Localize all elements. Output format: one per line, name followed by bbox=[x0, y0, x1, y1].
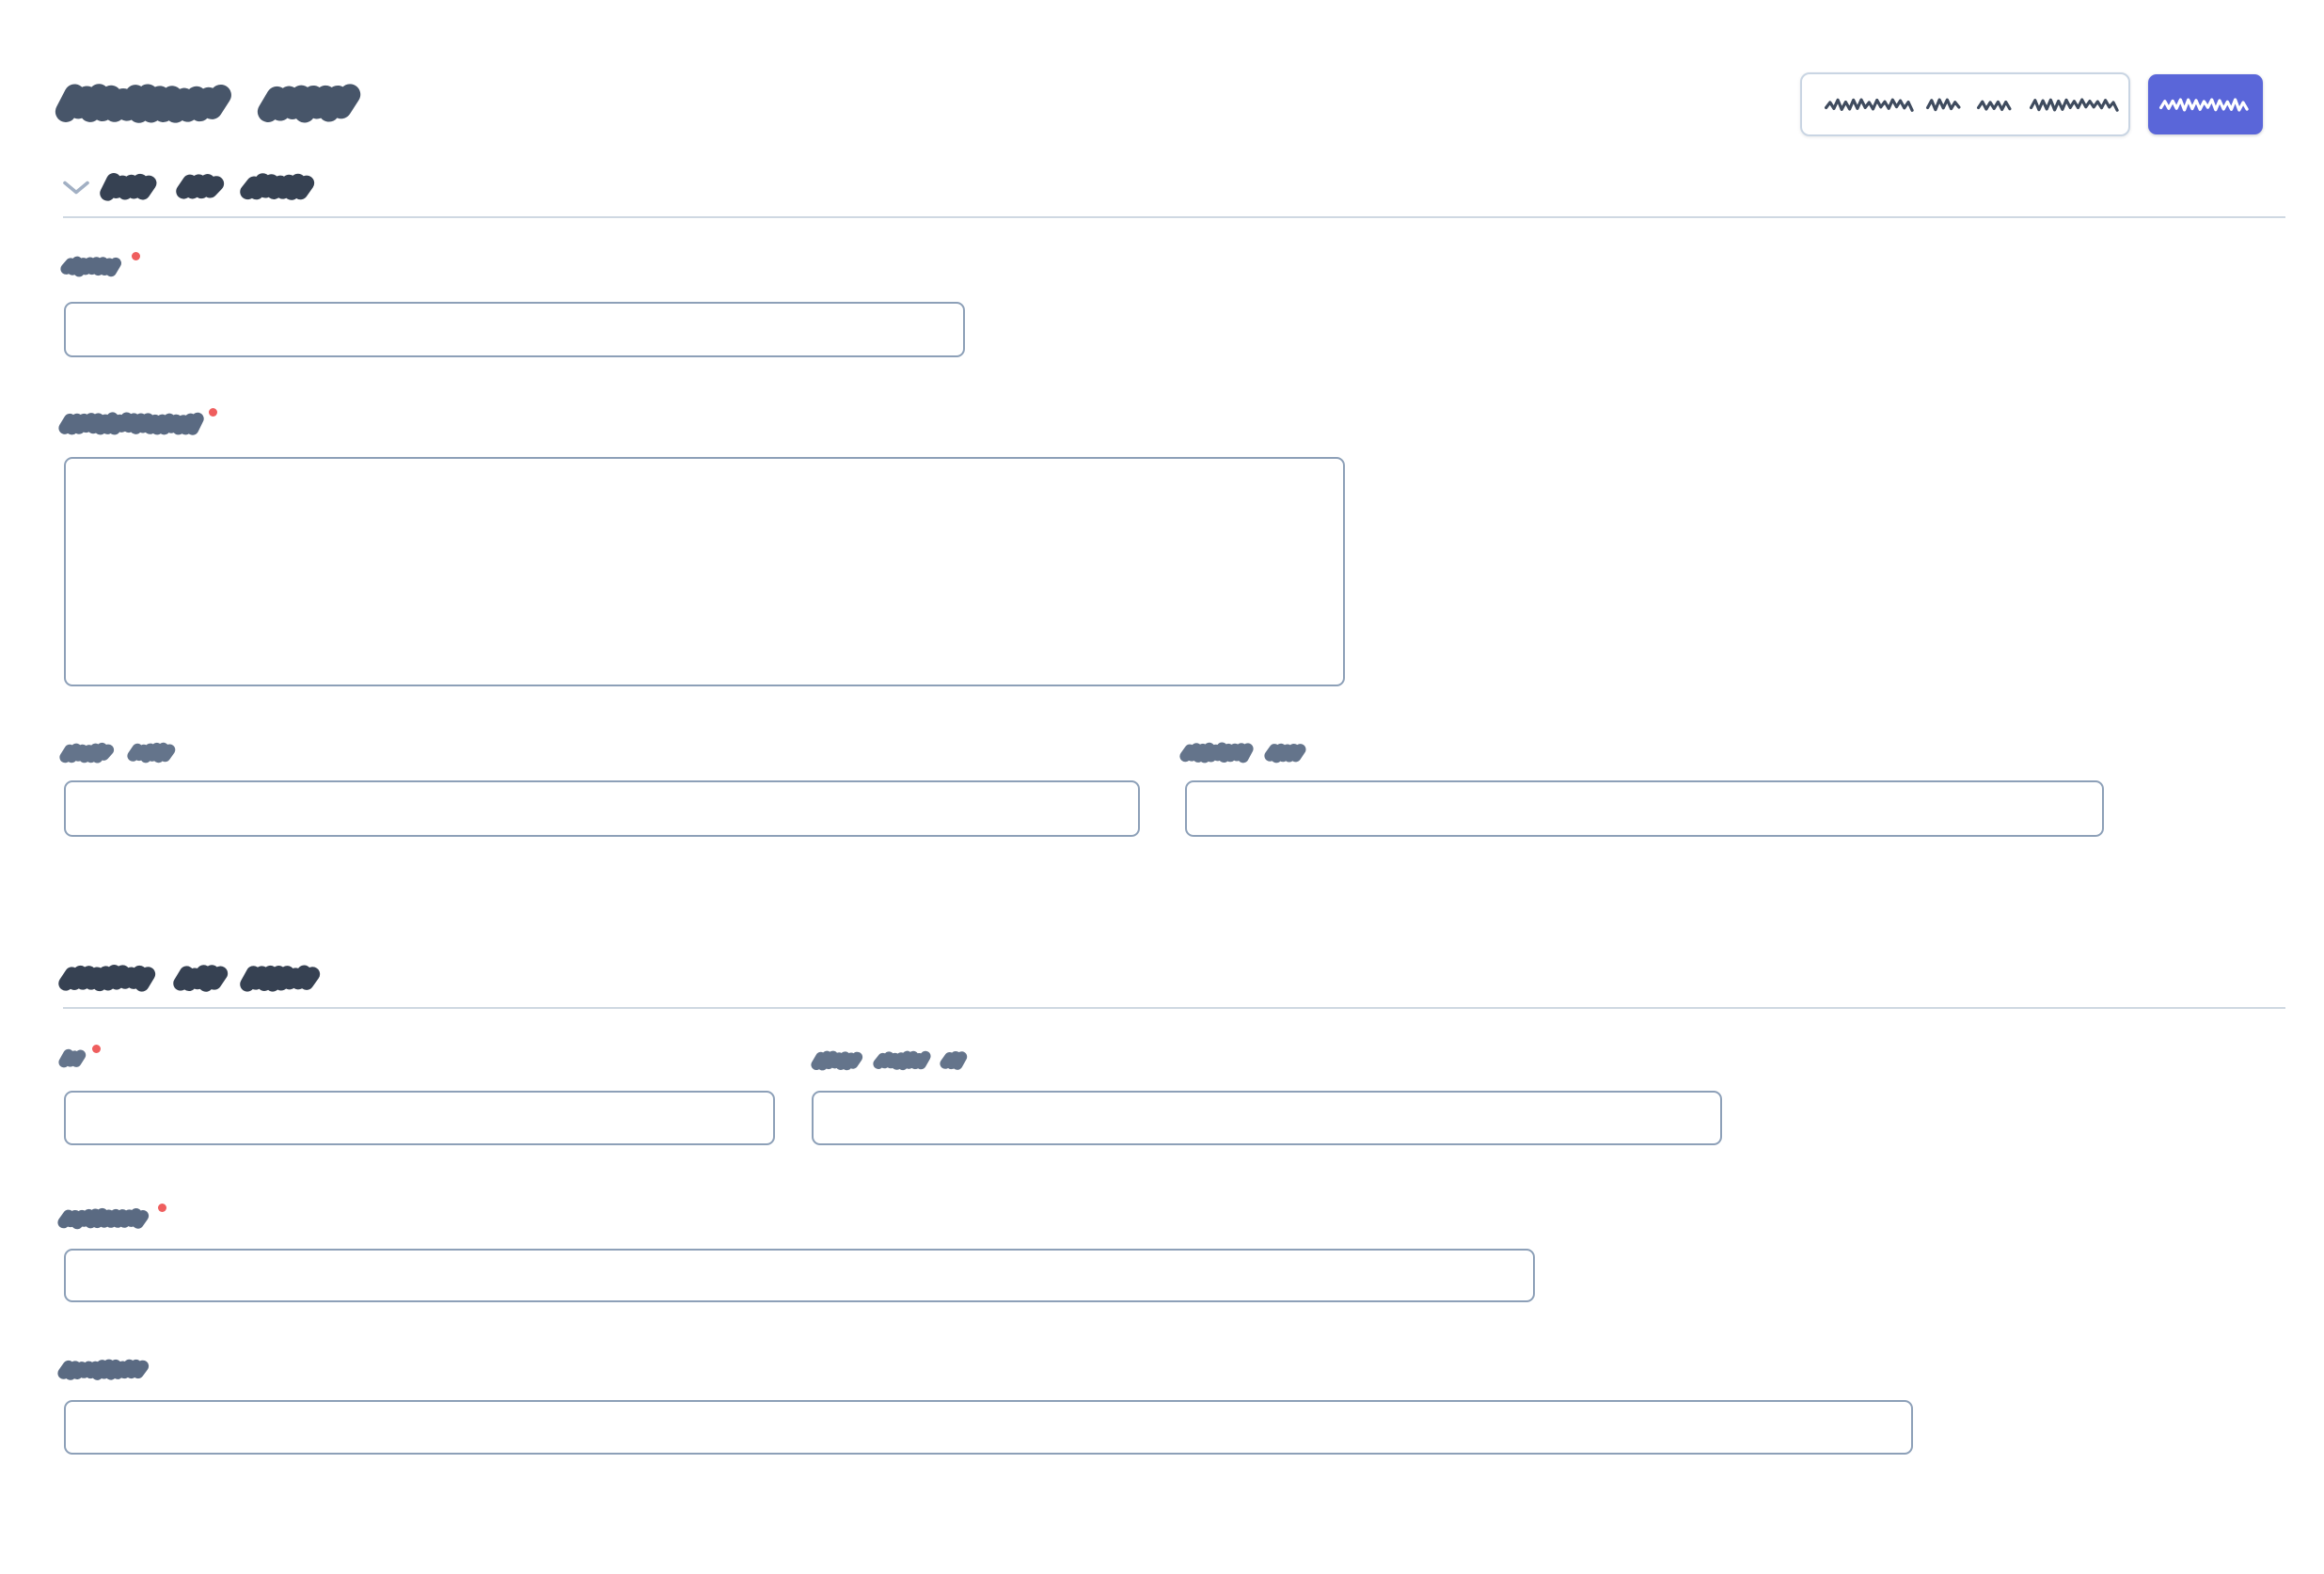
required-dot bbox=[209, 408, 217, 417]
field-1-label-scribble bbox=[60, 256, 127, 277]
header-text-input-value bbox=[1825, 97, 2122, 112]
field-6-input[interactable] bbox=[812, 1091, 1722, 1145]
field-8-label bbox=[57, 1359, 152, 1380]
field-3-label bbox=[59, 742, 178, 763]
field-7-input[interactable] bbox=[64, 1249, 1535, 1302]
field-5-label bbox=[58, 1045, 101, 1068]
field-4-input[interactable] bbox=[1185, 780, 2104, 837]
field-1-label bbox=[60, 252, 140, 277]
section-1-toggle[interactable] bbox=[62, 172, 321, 202]
field-6-label bbox=[811, 1050, 968, 1071]
field-7-label-scribble bbox=[57, 1207, 153, 1230]
primary-action-button-label bbox=[2158, 97, 2253, 112]
field-4-label-scribble bbox=[1179, 742, 1307, 763]
chevron-down-icon bbox=[62, 180, 90, 196]
field-4-label bbox=[1179, 742, 1307, 763]
field-8-label-scribble bbox=[57, 1359, 152, 1380]
field-2-label bbox=[58, 408, 217, 435]
section-2-title bbox=[58, 965, 325, 992]
field-2-label-scribble bbox=[58, 412, 204, 435]
header-text-input[interactable] bbox=[1800, 72, 2130, 136]
field-3-label-scribble bbox=[59, 742, 178, 763]
section-1-title bbox=[100, 173, 321, 201]
divider bbox=[63, 216, 2285, 218]
field-2-textarea[interactable] bbox=[64, 457, 1345, 686]
field-8-input[interactable] bbox=[64, 1400, 1913, 1455]
divider bbox=[63, 1007, 2285, 1009]
field-7-label bbox=[57, 1204, 166, 1230]
field-3-input[interactable] bbox=[64, 780, 1140, 837]
required-dot bbox=[158, 1204, 166, 1212]
field-1-input[interactable] bbox=[64, 302, 965, 357]
field-5-label-scribble bbox=[58, 1048, 87, 1068]
field-5-input[interactable] bbox=[64, 1091, 775, 1145]
page-title bbox=[55, 84, 370, 123]
required-dot bbox=[132, 252, 140, 260]
required-dot bbox=[92, 1045, 101, 1053]
field-6-label-scribble bbox=[811, 1050, 968, 1071]
primary-action-button[interactable] bbox=[2148, 74, 2263, 134]
